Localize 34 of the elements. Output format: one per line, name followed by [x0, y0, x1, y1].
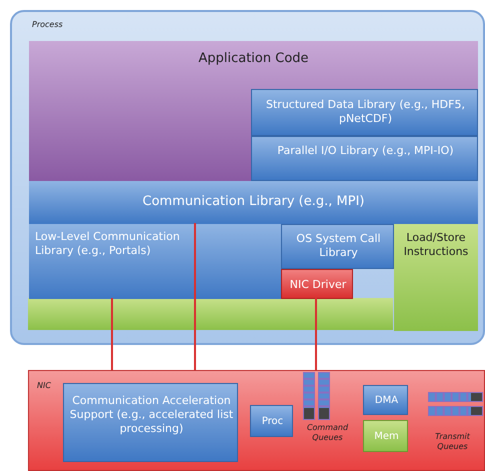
- connector-line: [315, 298, 317, 370]
- box-label: OS System Call Library: [295, 232, 382, 260]
- box-label: NIC Driver: [288, 278, 348, 292]
- box-label: Communication Acceleration Support (e.g., accelerated list processing): [68, 394, 234, 436]
- box-label: Load/Store Instructions: [402, 231, 470, 259]
- library-box: [281, 224, 394, 269]
- processor-box: [250, 405, 293, 437]
- library-box: [251, 136, 478, 181]
- panel-title: NIC: [37, 381, 52, 391]
- process-panel: [10, 10, 485, 345]
- box-label: DMA: [374, 394, 400, 407]
- box-label: Structured Data Library (e.g., HDF5, pNetCDF): [265, 98, 466, 126]
- box-label: Parallel I/O Library (e.g., MPI-IO): [276, 144, 455, 158]
- application-layer: [29, 41, 478, 181]
- queue-caption: Transmit Queues: [434, 432, 471, 452]
- nic-panel: [28, 370, 485, 471]
- instructions-box: [394, 224, 478, 331]
- library-layer: [29, 181, 478, 224]
- box-label: Mem: [373, 430, 400, 443]
- connector-line: [111, 298, 113, 370]
- memory-box: [363, 420, 408, 452]
- library-block: [196, 224, 281, 299]
- library-box: [251, 89, 478, 136]
- library-box: [29, 224, 196, 299]
- layer-label: Communication Library (e.g., MPI): [142, 194, 366, 210]
- support-box: [63, 383, 238, 462]
- driver-box: [281, 269, 353, 299]
- box-label: Proc: [260, 415, 284, 428]
- layer-label: Application Code: [197, 51, 310, 67]
- panel-title: Process: [32, 20, 64, 30]
- queue-caption: Command Queues: [306, 423, 350, 443]
- connector-line: [194, 223, 196, 370]
- box-label: Low-Level Communication Library (e.g., Portals): [35, 230, 181, 258]
- dma-box: [363, 385, 408, 415]
